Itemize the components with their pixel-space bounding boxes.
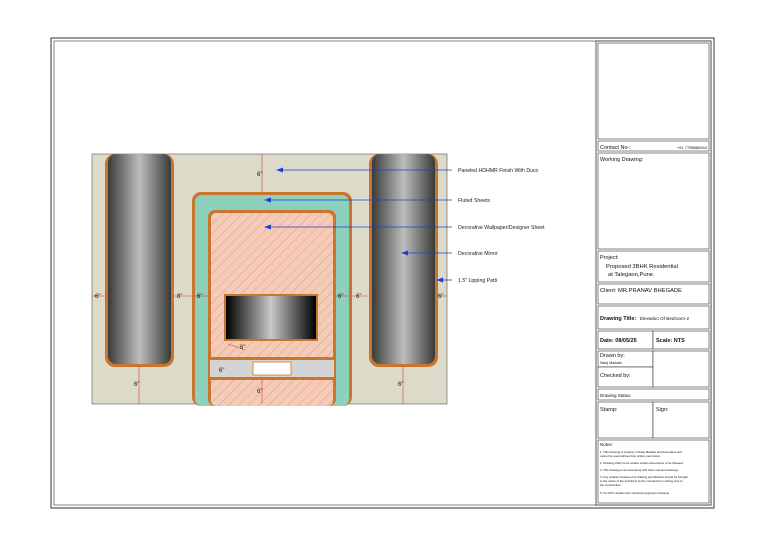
note-line: 2. Drawing shall not be scaled. written … <box>600 461 684 465</box>
drawing-title-value: Elevation Of Bedroom-2 <box>640 316 689 321</box>
note-line: to the notice of the architects by the c… <box>600 479 683 483</box>
bedroom-elevation: 6" 8" 6" 6" 6" 6" 6" 6" 6" 6" 6" 6" Pane… <box>91 153 545 406</box>
drawing-status-label: Drawing Status <box>600 393 631 398</box>
dimension-lines <box>92 154 447 404</box>
project-line2: at Talegaon,Pune. <box>608 272 655 278</box>
dim-bottom-right: 6" <box>398 382 403 388</box>
note-line: cannot be used without their written per… <box>600 454 661 458</box>
drawn-by-value: Satej Markale <box>600 361 622 365</box>
checked-by-label: Checked by: <box>600 373 631 379</box>
tv-screen-right <box>271 296 316 339</box>
working-drawing-box <box>597 152 710 250</box>
shelf-niche <box>252 361 292 376</box>
sign-box <box>652 401 710 439</box>
drawing-title-box <box>597 305 710 330</box>
client-label: Client: MR.PRANAV BHEGADE <box>600 288 682 294</box>
dim-shelf-a: 6" <box>240 345 245 351</box>
contact-value: +91 7798885544 <box>677 145 708 150</box>
label-lipping-patti: 1.5" Lipping Patti <box>458 278 497 284</box>
logo-box <box>597 42 710 140</box>
note-line: 5. For RCC details refer structural engi… <box>600 491 670 495</box>
label-decorative-mirror: Decorative Mirror <box>458 251 498 257</box>
label-decorative-wallpaper: Decorative Wallpaper/Designer Sheet <box>458 225 545 231</box>
note-line: 1. This Drawing is property of Satej Mar… <box>600 450 682 454</box>
project-label: Project: <box>600 255 619 261</box>
tv-screen-left <box>226 296 271 339</box>
notes-box <box>597 439 710 504</box>
drawing-status-box <box>597 388 710 401</box>
dim-left-inner-a: 8" <box>177 294 182 300</box>
dim-bottom-left: 6" <box>134 382 139 388</box>
dim-top-mid: 6" <box>257 172 262 178</box>
dim-right-inner-b: 6" <box>356 294 361 300</box>
drawn-by-label: Drawn by: <box>600 353 625 359</box>
dim-bottom-mid: 6" <box>257 389 262 395</box>
scale-box <box>652 330 710 350</box>
dim-right-inner-a: 6" <box>338 294 343 300</box>
leader-lines <box>268 169 452 281</box>
scale-label: Scale: NTS <box>656 338 685 344</box>
note-line: 3. This drawing to be read along with ot… <box>600 468 679 472</box>
label-paneled-finish: Paneled HDHMR Finish With Duco <box>458 168 539 174</box>
right-decorative-mirror <box>372 154 435 364</box>
left-decorative-mirror <box>108 154 171 364</box>
dim-left-inner-b: 6" <box>197 294 202 300</box>
drawing-title-label: Drawing Title: <box>600 316 636 322</box>
label-fluted-sheets: Fluted Sheets <box>458 198 490 204</box>
contact-box <box>597 140 710 152</box>
working-drawing-label: Working Drawing: <box>600 157 644 163</box>
stamp-label: Stamp: <box>600 407 618 413</box>
dim-right-outer: 6" <box>438 294 443 300</box>
client-box <box>597 283 710 305</box>
drawn-check-side-box <box>652 350 710 388</box>
note-line: the construction. <box>600 483 621 487</box>
note-line: 4. Any variation between the drawing spe… <box>600 475 688 479</box>
contact-label: Contact No-: <box>600 145 631 151</box>
title-block <box>595 40 712 506</box>
dim-shelf-b: 6" <box>219 368 224 374</box>
date-label: Date: 08/05/25 <box>600 338 637 344</box>
notes-label: Notes: <box>600 442 613 447</box>
project-line1: Proposed 3BHK Residential <box>606 264 678 270</box>
sign-label: Sign: <box>656 407 669 413</box>
project-box <box>597 250 710 283</box>
leader-arrowheads <box>264 167 443 283</box>
dim-left-outer: 6" <box>95 294 100 300</box>
